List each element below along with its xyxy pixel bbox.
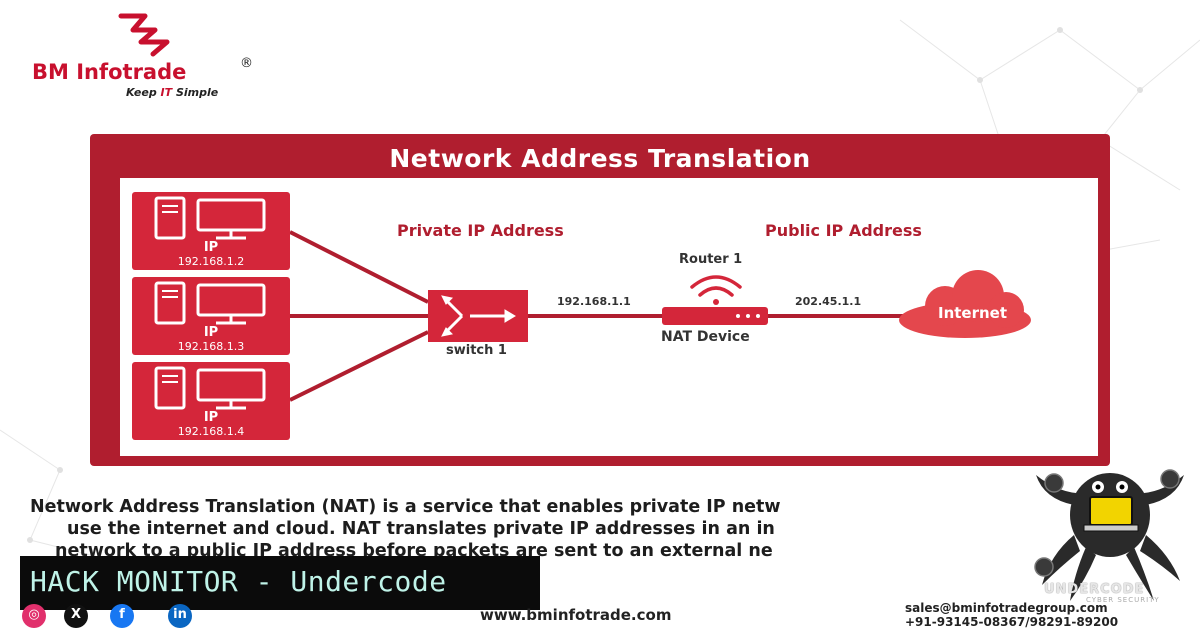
public-ip-address: 202.45.1.1	[795, 295, 862, 308]
wifi-signal-icon	[690, 275, 742, 297]
registered-mark: ®	[240, 56, 253, 71]
public-ip-heading: Public IP Address	[765, 221, 922, 240]
link-host1-switch	[289, 230, 429, 304]
computer-icon	[154, 366, 266, 410]
internet-cloud-icon	[899, 270, 1031, 338]
router-icon	[662, 307, 768, 325]
wifi-dot	[713, 299, 719, 305]
tagline-part1: Keep	[126, 86, 161, 99]
nat-device-label: NAT Device	[661, 329, 750, 345]
computer-icon	[154, 281, 266, 325]
switch-icon	[428, 290, 528, 342]
undercode-watermark-name: UNDERCODE	[1044, 582, 1145, 597]
undercode-watermark-sub: CYBER SECURITY	[1086, 596, 1160, 604]
hack-monitor-banner: HACK MONITOR - Undercode	[20, 556, 540, 610]
host-card-3: IP 192.168.1.4	[132, 362, 290, 440]
host-ip-label: IP	[203, 240, 219, 255]
computer-icon	[154, 196, 266, 240]
instagram-icon[interactable]: ◎	[22, 604, 46, 628]
email-link[interactable]: sales@bminfotradegroup.com	[905, 601, 1108, 615]
tagline-it: IT	[160, 86, 173, 99]
linkedin-icon[interactable]: in	[168, 604, 192, 628]
router-label: Router 1	[679, 252, 743, 267]
host-ip-address: 192.168.1.4	[177, 425, 245, 438]
host-ip-label: IP	[203, 325, 219, 340]
switch-gateway-ip: 192.168.1.1	[557, 295, 631, 308]
x-icon[interactable]: X	[64, 604, 88, 628]
diagram-title: Network Address Translation	[389, 144, 811, 173]
host-ip-address: 192.168.1.2	[177, 255, 245, 268]
switch-label: switch 1	[446, 343, 507, 358]
host-card-2: IP 192.168.1.3	[132, 277, 290, 355]
brand-tagline: Keep IT Simple	[126, 86, 218, 99]
host-ip-address: 192.168.1.3	[177, 340, 245, 353]
brand-logo: BM Infotrade ® Keep IT Simple	[30, 12, 270, 102]
internet-label: Internet	[938, 304, 1008, 322]
link-host3-switch	[289, 330, 429, 402]
description-line-2: use the internet and cloud. NAT translat…	[67, 519, 775, 539]
brand-name: BM Infotrade	[32, 60, 187, 84]
facebook-icon[interactable]: f	[110, 604, 134, 628]
phone-number[interactable]: +91-93145-08367/98291-89200	[905, 615, 1119, 629]
host-card-1: IP 192.168.1.2	[132, 192, 290, 270]
website-link[interactable]: www.bminfotrade.com	[480, 606, 672, 624]
tagline-part2: Simple	[172, 86, 219, 99]
undercode-octopus-icon	[1034, 469, 1184, 601]
brand-logo-mark-icon	[118, 13, 170, 57]
banner-text: HACK MONITOR - Undercode	[30, 565, 447, 598]
host-ip-label: IP	[203, 410, 219, 425]
description-line-1: Network Address Translation (NAT) is a s…	[30, 497, 781, 517]
nat-description: Network Address Translation (NAT) is a s…	[30, 496, 1170, 562]
private-ip-heading: Private IP Address	[397, 221, 564, 240]
